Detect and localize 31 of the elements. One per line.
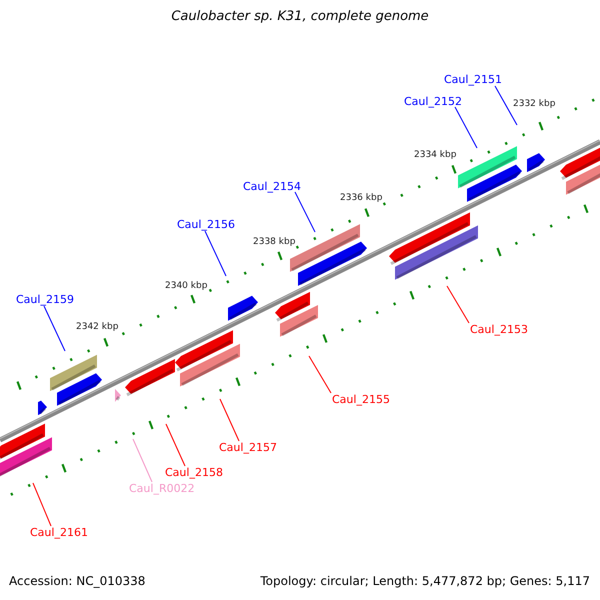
gene-label: Caul_2158	[165, 466, 223, 479]
scale-label: 2340 kbp	[165, 280, 208, 293]
footer-text: Topology: circular; Length: 5,477,872 bp; Genes: 5,117	[260, 575, 590, 588]
scale-label: 2334 kbp	[414, 149, 456, 162]
scale-label: 2336 kbp	[340, 192, 382, 205]
gene-label: Caul_2161	[30, 526, 88, 539]
leader-line	[220, 398, 240, 442]
leader-line	[446, 286, 470, 324]
gene-label: Caul_2157	[219, 441, 277, 454]
leader-line	[132, 438, 152, 482]
gene-label: Caul_2155	[332, 393, 390, 406]
gene-label: Caul_2152	[404, 95, 462, 108]
leader-line	[494, 86, 518, 126]
leader-line	[454, 106, 478, 148]
footer-text: Accession: NC_010338	[9, 575, 146, 588]
gene-label: Caul_2154	[243, 180, 301, 193]
gene-label: Caul_2151	[444, 73, 502, 86]
map-title: Caulobacter sp. K31, complete genome	[170, 10, 430, 23]
leader-line	[294, 192, 316, 232]
gene-label: Caul_2153	[470, 323, 528, 336]
leader-line	[44, 306, 66, 352]
gene-label: Caul_2156	[177, 218, 235, 231]
gene-label: Caul_R0022	[129, 482, 195, 495]
scale-label: 2338 kbp	[253, 236, 296, 249]
leader-line	[166, 424, 186, 466]
gene-label: Caul_2159	[16, 293, 74, 306]
scale-label: 2342 kbp	[76, 321, 118, 334]
leader-line	[32, 482, 52, 526]
leader-line	[204, 230, 226, 276]
scale-label: 2332 kbp	[513, 98, 556, 111]
leader-line	[308, 356, 332, 394]
